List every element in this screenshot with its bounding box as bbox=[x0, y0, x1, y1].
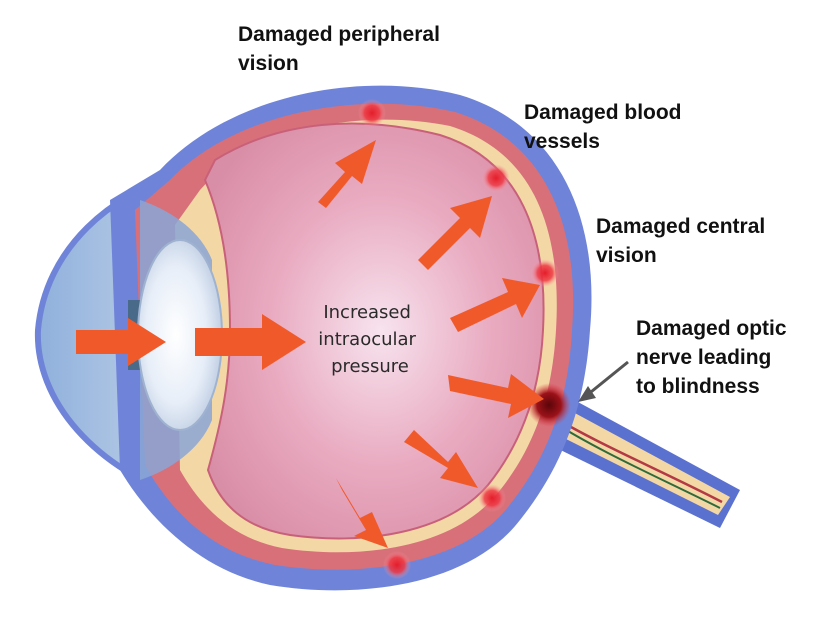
damage-spot-icon bbox=[358, 99, 386, 127]
pressure-label-line2: intraocular bbox=[318, 329, 416, 350]
damage-spot-icon bbox=[478, 484, 506, 512]
pressure-label: Increased intraocular pressure bbox=[318, 302, 421, 377]
damage-spot-icon bbox=[531, 259, 559, 287]
arrow-icon bbox=[448, 374, 544, 418]
pressure-label-line3: pressure bbox=[331, 356, 409, 377]
pressure-label-line1: Increased bbox=[323, 302, 411, 323]
label-damaged-optic-nerve: Damaged optic nerve leading to blindness bbox=[636, 317, 787, 398]
pressure-arrows bbox=[76, 140, 544, 548]
damage-spot-icon bbox=[383, 551, 411, 579]
damage-spot-icon bbox=[527, 383, 571, 427]
label-damaged-peripheral-vision: Damaged peripheral vision bbox=[238, 23, 440, 75]
arrow-icon bbox=[404, 430, 478, 488]
label-damaged-blood-vessels: Damaged blood vessels bbox=[524, 101, 682, 153]
damage-spot-icon bbox=[482, 164, 510, 192]
arrow-icon bbox=[450, 278, 540, 332]
damage-spots bbox=[358, 99, 571, 579]
arrow-icon bbox=[318, 140, 376, 208]
arrow-icon bbox=[195, 314, 306, 370]
optic-pointer bbox=[578, 360, 629, 402]
arrow-icon bbox=[76, 318, 166, 366]
arrow-icon bbox=[418, 196, 492, 270]
arrow-icon bbox=[336, 478, 388, 548]
label-damaged-central-vision: Damaged central vision bbox=[596, 215, 766, 267]
